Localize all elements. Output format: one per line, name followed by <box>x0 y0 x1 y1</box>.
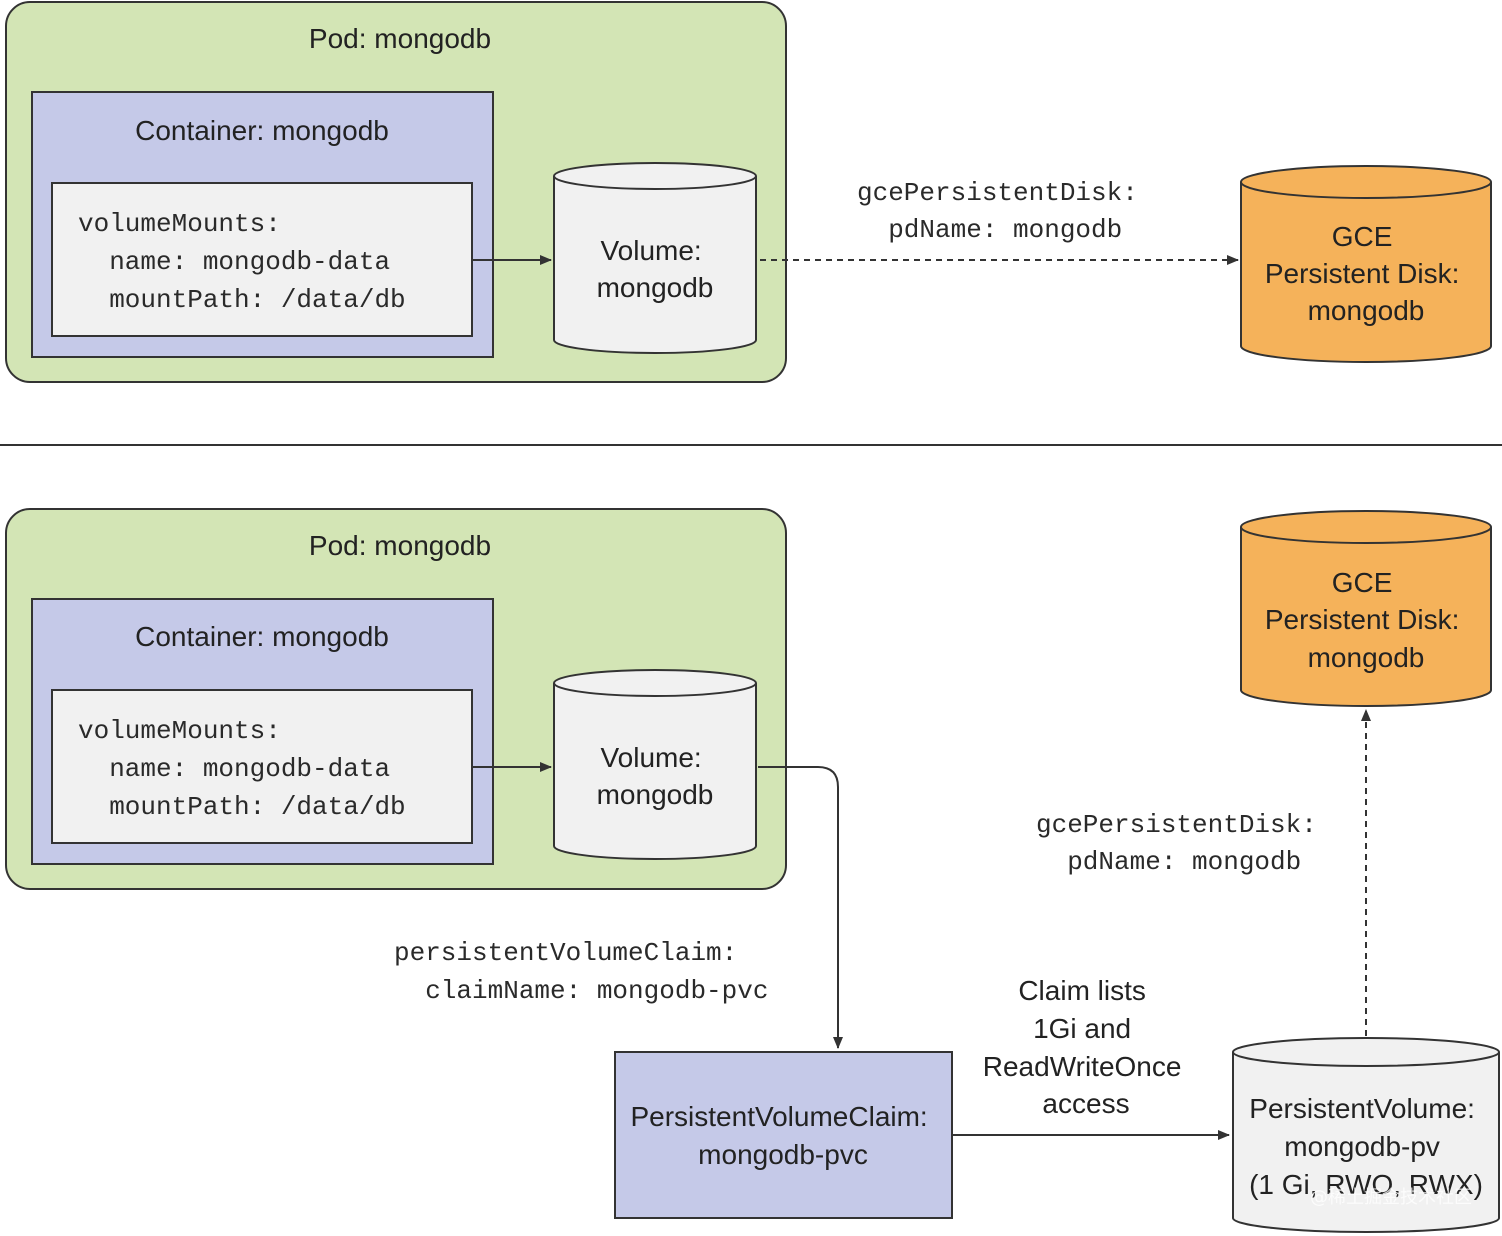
gce-ref-line: pdName: mongodb <box>1036 847 1301 877</box>
volume-mounts-box <box>51 689 473 844</box>
watermark: @稀土掘金技术社区 <box>1310 1187 1472 1208</box>
volume-mounts-code: volumeMounts: name: mongodb-data mountPa… <box>0 0 499 822</box>
pvc-ref-line: claimName: mongodb-pvc <box>394 976 768 1006</box>
container-title: Container: mongodb <box>135 115 389 146</box>
code-line: name: mongodb-data <box>78 247 390 277</box>
claim-note-line: ReadWriteOnce <box>983 1051 1182 1082</box>
pvc-ref-line: persistentVolumeClaim: <box>394 938 737 968</box>
code-line: name: mongodb-data <box>78 754 390 784</box>
claim-note-line: 1Gi and <box>1033 1013 1131 1044</box>
container-title: Container: mongodb <box>135 621 389 652</box>
gce-ref-line: pdName: mongodb <box>857 215 1122 245</box>
volume-label: Volume: mongodb <box>597 742 714 810</box>
pvc-box <box>614 1051 953 1219</box>
gce-ref-line: gcePersistentDisk: <box>1036 810 1317 840</box>
code-line: volumeMounts: <box>78 209 281 239</box>
gce-reference: gcePersistentDisk: pdName: mongodb <box>1036 810 1317 877</box>
volume-label-line: Volume: <box>601 235 702 266</box>
pod-title: Pod: mongodb <box>309 530 491 561</box>
code-line: mountPath: /data/db <box>78 792 406 822</box>
pv-label: PersistentVolume: mongodb-pv (1 Gi, RWO,… <box>1249 1093 1483 1200</box>
pv-label-line: PersistentVolume: <box>1249 1093 1475 1124</box>
pvc-label: PersistentVolumeClaim: mongodb-pvc <box>630 1101 935 1170</box>
gce-ref-line: gcePersistentDisk: <box>857 178 1138 208</box>
pvc-label-line: mongodb-pvc <box>698 1139 868 1170</box>
volume-cylinder: Volume: mongodb <box>553 162 757 354</box>
claim-note: Claim lists 1Gi and ReadWriteOnce access <box>983 975 1189 1119</box>
top-section: Pod: mongodb Container: mongodb volumeMo… <box>0 0 1492 383</box>
persistent-volume-cylinder: PersistentVolume: mongodb-pv (1 Gi, RWO,… <box>1232 1037 1500 1233</box>
pvc-reference: persistentVolumeClaim: claimName: mongod… <box>0 0 846 1006</box>
gce-disk-label: GCE Persistent Disk: mongodb <box>1265 221 1467 326</box>
claim-note-line: Claim lists <box>1018 975 1146 1006</box>
gce-disk-label: GCE Persistent Disk: mongodb <box>1265 567 1467 673</box>
pvc-connector-arrow <box>758 766 843 1049</box>
volume-mounts-code: volumeMounts: name: mongodb-data mountPa… <box>0 0 499 315</box>
gce-disk-label-line: Persistent Disk: <box>1265 604 1460 635</box>
gce-disk-label-line: GCE <box>1332 221 1393 252</box>
gce-reference: gcePersistentDisk: pdName: mongodb <box>0 0 1247 245</box>
gce-disk-label-line: mongodb <box>1308 295 1425 326</box>
volume-label-line: mongodb <box>597 272 714 303</box>
gce-disk-cylinder: GCE Persistent Disk: mongodb <box>1240 165 1492 363</box>
volume-mounts-box <box>51 182 473 337</box>
gce-disk-label-line: mongodb <box>1308 642 1425 673</box>
volume-label: Volume: mongodb <box>597 235 714 303</box>
volume-label-line: mongodb <box>597 779 714 810</box>
volume-cylinder: Volume: mongodb <box>553 669 757 860</box>
code-line: volumeMounts: <box>78 716 281 746</box>
pod-title: Pod: mongodb <box>309 23 491 54</box>
code-line: mountPath: /data/db <box>78 285 406 315</box>
gce-disk-label-line: GCE <box>1332 567 1393 598</box>
pv-label-line: mongodb-pv <box>1284 1131 1440 1162</box>
gce-disk-cylinder: GCE Persistent Disk: mongodb <box>1240 510 1492 707</box>
pvc-label-line: PersistentVolumeClaim: <box>630 1101 927 1132</box>
claim-note-line: access <box>1042 1088 1129 1119</box>
gce-disk-label-line: Persistent Disk: <box>1265 258 1460 289</box>
volume-label-line: Volume: <box>601 742 702 773</box>
pv-label-line: (1 Gi, RWO, RWX) <box>1249 1169 1483 1200</box>
